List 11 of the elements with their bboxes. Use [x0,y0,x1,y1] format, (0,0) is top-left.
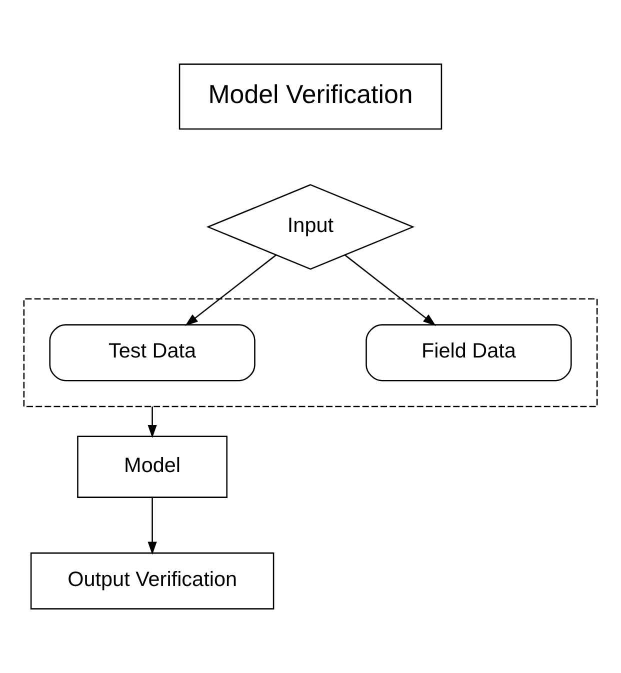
cluster [23,298,598,408]
node-box: Test Data [49,324,256,382]
arrow [344,254,436,326]
arrow [148,406,157,438]
node-box: Model [77,436,228,498]
node-box: Model Verification [178,64,442,130]
arrow [148,497,157,555]
node-box: Output Verification [30,552,274,610]
node-diamond: Input [206,184,415,270]
arrow [185,254,277,326]
node-box: Field Data [366,324,572,382]
